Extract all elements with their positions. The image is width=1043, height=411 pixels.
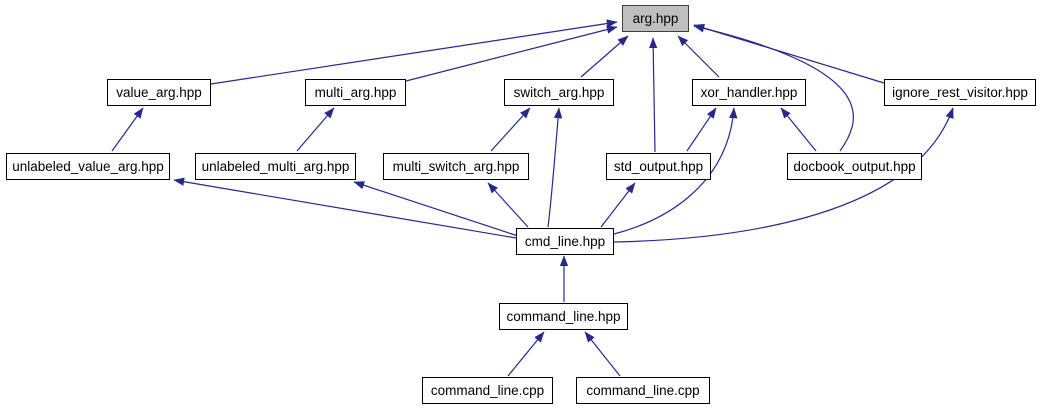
graph-node-label: command_line.cpp: [430, 382, 545, 398]
graph-node-label: multi_arg.hpp: [314, 84, 397, 100]
graph-edge-value_arg-to-arg: [210, 19, 618, 85]
graph-node-std_output[interactable]: std_output.hpp: [606, 153, 711, 180]
graph-node-ignore_rest_visitor[interactable]: ignore_rest_visitor.hpp: [884, 79, 1036, 106]
graph-node-label: arg.hpp: [632, 10, 679, 26]
graph-edge-multi_arg-to-arg: [405, 25, 618, 82]
graph-node-label: unlabeled_multi_arg.hpp: [201, 158, 350, 174]
graph-node-label: multi_switch_arg.hpp: [392, 158, 520, 174]
graph-edge-docbook_output-to-xor_handler: [780, 107, 817, 152]
graph-edge-cmd_line-to-switch_arg: [547, 107, 563, 228]
graph-node-command_line_cpp_2[interactable]: command_line.cpp: [576, 377, 710, 404]
graph-node-label: unlabeled_value_arg.hpp: [12, 158, 164, 174]
graph-edge-std_output-to-xor_handler: [686, 107, 717, 152]
graph-edge-unlabeled_multi_arg-to-multi_arg: [296, 107, 335, 152]
graph-node-label: std_output.hpp: [613, 158, 704, 174]
graph-edge-cmd_line-to-multi_switch_arg: [487, 182, 529, 228]
graph-node-label: ignore_rest_visitor.hpp: [892, 84, 1028, 100]
graph-edge-xor_handler-to-arg: [677, 35, 720, 78]
graph-edge-unlabeled_value_arg-to-value_arg: [111, 107, 144, 152]
graph-node-label: command_line.hpp: [506, 308, 621, 324]
graph-node-label: xor_handler.hpp: [700, 84, 798, 100]
graph-node-switch_arg[interactable]: switch_arg.hpp: [504, 79, 614, 106]
graph-edge-std_output-to-arg: [648, 37, 658, 153]
graph-node-value_arg[interactable]: value_arg.hpp: [107, 79, 211, 106]
graph-node-arg[interactable]: arg.hpp: [622, 5, 689, 32]
graph-node-cmd_line[interactable]: cmd_line.hpp: [516, 228, 614, 255]
graph-edge-command_line_cpp_1-to-command_line_hpp: [507, 331, 545, 377]
graph-node-docbook_output[interactable]: docbook_output.hpp: [787, 153, 922, 180]
graph-edge-command_line_cpp_2-to-command_line_hpp: [584, 331, 621, 377]
graph-node-label: switch_arg.hpp: [513, 84, 605, 100]
graph-edge-switch_arg-to-arg: [580, 35, 629, 78]
graph-edge-cmd_line-to-unlabeled_value_arg: [173, 177, 517, 239]
graph-node-label: command_line.cpp: [586, 382, 700, 398]
graph-node-label: cmd_line.hpp: [524, 233, 606, 249]
graph-node-multi_switch_arg[interactable]: multi_switch_arg.hpp: [383, 153, 529, 180]
graph-node-xor_handler[interactable]: xor_handler.hpp: [692, 79, 806, 106]
graph-edge-cmd_line-to-std_output: [600, 182, 636, 228]
graph-node-command_line_hpp[interactable]: command_line.hpp: [499, 303, 628, 330]
graph-node-unlabeled_value_arg[interactable]: unlabeled_value_arg.hpp: [6, 153, 170, 180]
graph-edge-multi_switch_arg-to-switch_arg: [490, 107, 531, 152]
graph-edge-ignore_rest_visitor-to-arg: [693, 23, 885, 84]
graph-node-label: docbook_output.hpp: [793, 158, 916, 174]
graph-node-label: value_arg.hpp: [116, 84, 202, 100]
graph-edge-cmd_line-to-unlabeled_multi_arg: [353, 181, 519, 237]
graph-node-command_line_cpp_1[interactable]: command_line.cpp: [422, 377, 553, 404]
graph-node-multi_arg[interactable]: multi_arg.hpp: [305, 79, 406, 106]
graph-node-unlabeled_multi_arg[interactable]: unlabeled_multi_arg.hpp: [195, 153, 356, 180]
